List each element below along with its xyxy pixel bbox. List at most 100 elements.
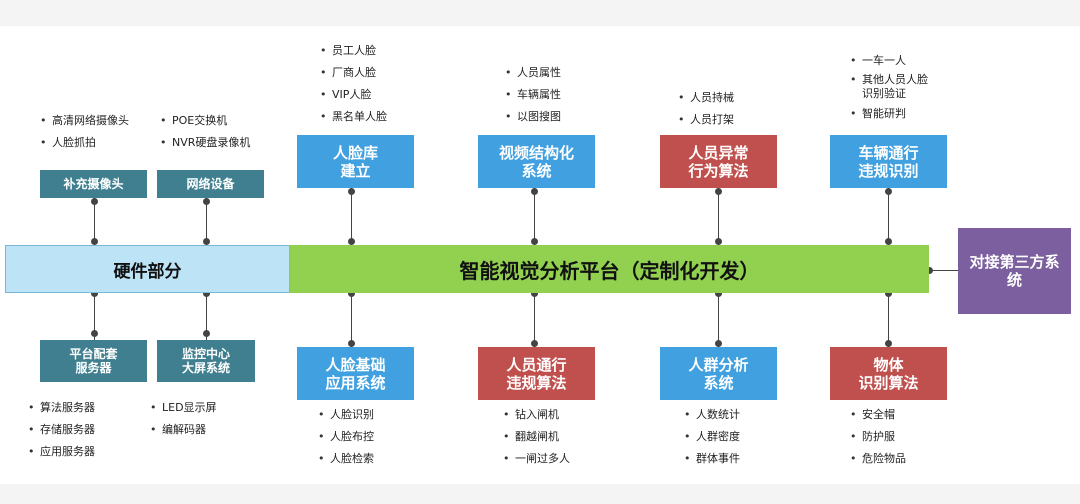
connector-dot — [91, 198, 98, 205]
hardware-screen-box: 监控中心 大屏系统 — [157, 340, 255, 382]
connector — [94, 293, 95, 340]
connector — [718, 293, 719, 347]
list-item: 员工人脸 — [318, 40, 428, 62]
connector-dot — [203, 330, 210, 337]
list-item: 防护服 — [848, 426, 958, 448]
connector-dot — [91, 290, 98, 297]
module-object-recognition-title: 物体 识别算法 — [858, 355, 919, 392]
list-item: 安全帽 — [848, 404, 958, 426]
connector-dot — [531, 340, 538, 347]
hardware-network-title: 网络设备 — [186, 176, 235, 191]
list-item: 智能研判 — [848, 103, 948, 125]
list-item: 一车一人 — [848, 50, 948, 72]
connector-dot — [348, 188, 355, 195]
list-item: 厂商人脸 — [318, 62, 428, 84]
hardware-screen-list: LED显示屏 编解码器 — [148, 397, 258, 441]
list-item: 存储服务器 — [26, 419, 141, 441]
list-item: POE交换机 — [158, 110, 278, 132]
list-item: 以图搜图 — [503, 106, 613, 128]
module-object-recognition-list: 安全帽 防护服 危险物品 — [848, 404, 958, 470]
module-abnormal-behavior-box: 人员异常 行为算法 — [660, 135, 777, 188]
list-item: 人员属性 — [503, 62, 613, 84]
module-face-library-title: 人脸库 建立 — [332, 143, 378, 180]
connector-dot — [348, 290, 355, 297]
list-item: 钻入闸机 — [501, 404, 611, 426]
third-party-label: 对接第三方系统 — [969, 253, 1060, 289]
module-face-app-list: 人脸识别 人脸布控 人脸检索 — [316, 404, 426, 470]
connector — [718, 188, 719, 245]
platform-bar-label: 智能视觉分析平台（定制化开发） — [459, 258, 760, 283]
module-face-library-box: 人脸库 建立 — [297, 135, 414, 188]
connector-dot — [91, 330, 98, 337]
connector-dot — [715, 290, 722, 297]
hardware-camera-list: 高清网络摄像头 人脸抓拍 — [38, 110, 153, 154]
module-person-violation-list: 钻入闸机 翻越闸机 一闸过多人 — [501, 404, 611, 470]
list-item: 一闸过多人 — [501, 448, 611, 470]
hardware-bar: 硬件部分 — [5, 245, 290, 293]
module-vehicle-violation-list: 一车一人 其他人员人脸识别验证 智能研判 — [848, 50, 948, 125]
bottom-margin — [0, 484, 1080, 504]
connector-dot — [531, 290, 538, 297]
connector-dot — [203, 290, 210, 297]
module-video-struct-title: 视频结构化 系统 — [498, 143, 574, 180]
list-item: LED显示屏 — [148, 397, 258, 419]
connector — [206, 293, 207, 340]
module-person-violation-box: 人员通行 违规算法 — [478, 347, 595, 400]
list-item: VIP人脸 — [318, 84, 428, 106]
list-item: 车辆属性 — [503, 84, 613, 106]
module-face-library-list: 员工人脸 厂商人脸 VIP人脸 黑名单人脸 — [318, 40, 428, 128]
hardware-server-list: 算法服务器 存储服务器 应用服务器 — [26, 397, 141, 463]
module-abnormal-behavior-title: 人员异常 行为算法 — [688, 143, 749, 180]
list-item: 其他人员人脸识别验证 — [848, 72, 934, 103]
connector-dot — [203, 198, 210, 205]
list-item: 群体事件 — [682, 448, 792, 470]
connector — [888, 293, 889, 347]
connector-dot — [715, 238, 722, 245]
module-crowd-analysis-box: 人群分析 系统 — [660, 347, 777, 400]
hardware-network-list: POE交换机 NVR硬盘录像机 — [158, 110, 278, 154]
module-vehicle-violation-box: 车辆通行 违规识别 — [830, 135, 947, 188]
module-person-violation-title: 人员通行 违规算法 — [506, 355, 567, 392]
list-item: 人脸识别 — [316, 404, 426, 426]
connector — [929, 270, 958, 271]
hardware-server-box: 平台配套 服务器 — [40, 340, 147, 382]
connector — [351, 293, 352, 347]
connector-dot — [715, 188, 722, 195]
connector-dot — [715, 340, 722, 347]
module-crowd-analysis-list: 人数统计 人群密度 群体事件 — [682, 404, 792, 470]
platform-bar: 智能视觉分析平台（定制化开发） — [290, 245, 929, 293]
list-item: 人员持械 — [676, 87, 786, 109]
top-margin — [0, 0, 1080, 26]
list-item: 人数统计 — [682, 404, 792, 426]
list-item: 编解码器 — [148, 419, 258, 441]
connector-dot — [531, 188, 538, 195]
connector-dot — [203, 238, 210, 245]
connector-dot — [91, 238, 98, 245]
third-party-box: 对接第三方系统 — [958, 228, 1071, 314]
hardware-screen-title: 监控中心 大屏系统 — [181, 346, 230, 375]
hardware-server-title: 平台配套 服务器 — [69, 346, 118, 375]
connector-dot — [885, 238, 892, 245]
list-item: NVR硬盘录像机 — [158, 132, 278, 154]
connector-dot — [885, 290, 892, 297]
list-item: 人群密度 — [682, 426, 792, 448]
list-item: 高清网络摄像头 — [38, 110, 153, 132]
hardware-camera-box: 补充摄像头 — [40, 170, 147, 198]
connector — [534, 293, 535, 347]
list-item: 应用服务器 — [26, 441, 141, 463]
module-abnormal-behavior-list: 人员持械 人员打架 — [676, 87, 786, 131]
hardware-network-box: 网络设备 — [157, 170, 264, 198]
module-vehicle-violation-title: 车辆通行 违规识别 — [858, 143, 919, 180]
connector-dot — [348, 340, 355, 347]
connector — [94, 198, 95, 245]
module-video-struct-box: 视频结构化 系统 — [478, 135, 595, 188]
module-face-app-box: 人脸基础 应用系统 — [297, 347, 414, 400]
hardware-camera-title: 补充摄像头 — [63, 176, 124, 191]
list-item: 危险物品 — [848, 448, 958, 470]
list-item: 人脸抓拍 — [38, 132, 153, 154]
connector — [206, 198, 207, 245]
connector-dot — [348, 238, 355, 245]
connector-dot — [926, 267, 933, 274]
list-item: 黑名单人脸 — [318, 106, 428, 128]
list-item: 算法服务器 — [26, 397, 141, 419]
